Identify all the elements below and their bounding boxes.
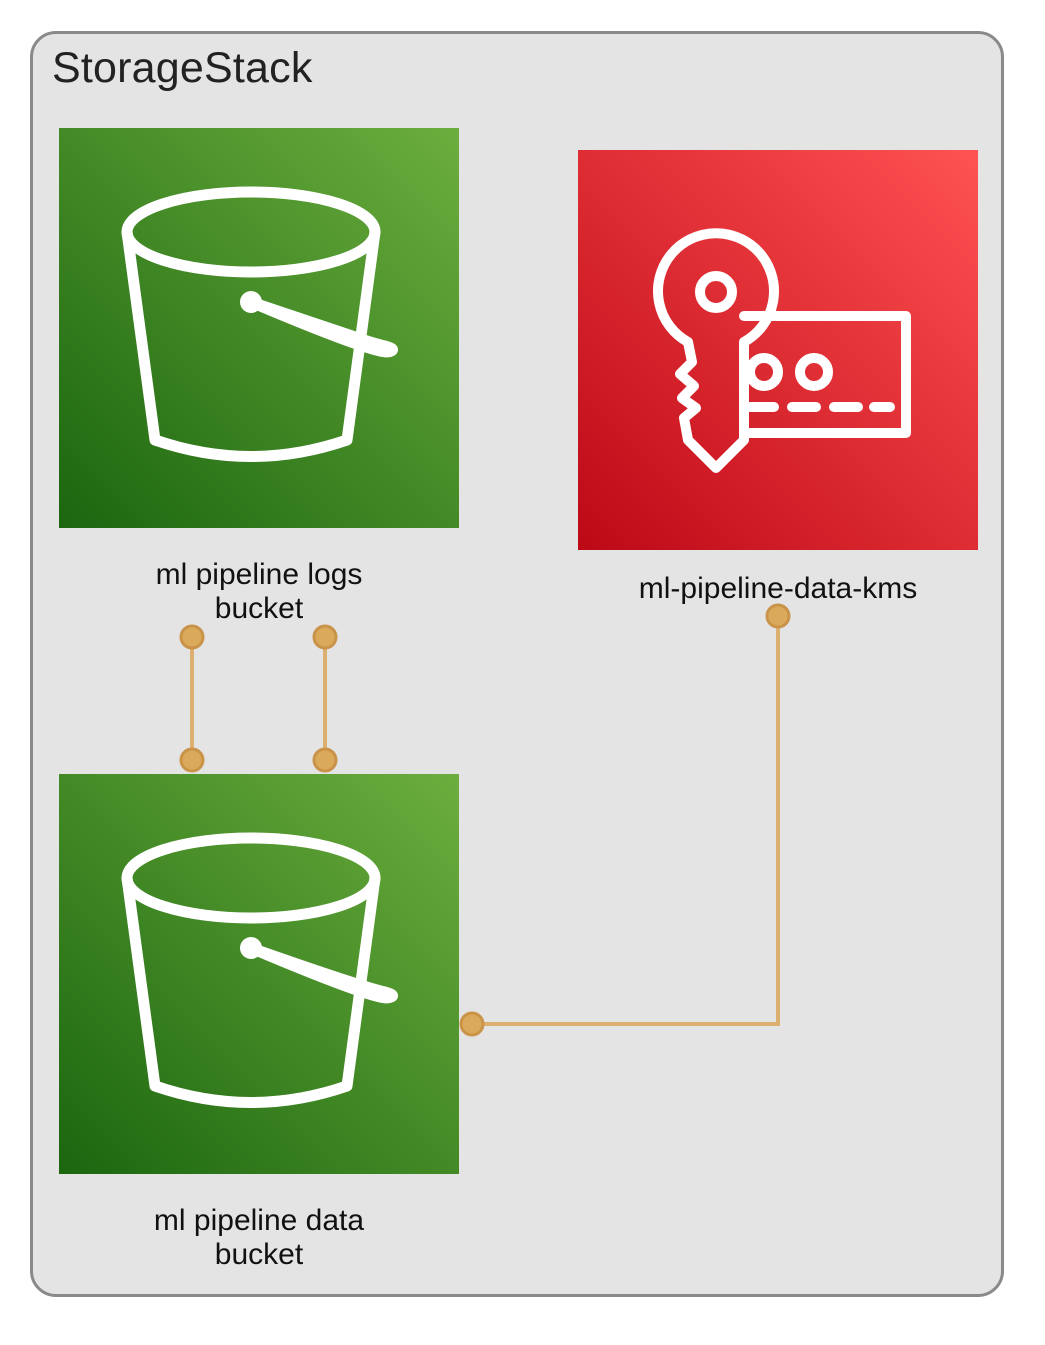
data-bucket-label: ml pipeline data bucket — [153, 1204, 365, 1271]
edge-endpoint — [765, 603, 791, 629]
kms-key-label: ml-pipeline-data-kms — [638, 572, 918, 605]
edge-endpoint — [312, 747, 338, 773]
logs-bucket-label: ml pipeline logs bucket — [155, 558, 363, 625]
s3-bucket-icon — [59, 774, 459, 1174]
kms-key-icon — [578, 150, 978, 550]
s3-bucket-icon — [59, 128, 459, 528]
edge-endpoint — [179, 624, 205, 650]
edge-endpoint — [312, 624, 338, 650]
data-bucket-node[interactable] — [59, 774, 459, 1174]
edge-data-to-kms — [472, 616, 780, 1026]
edge-endpoint — [459, 1011, 485, 1037]
edge-endpoint — [179, 747, 205, 773]
logs-bucket-node[interactable] — [59, 128, 459, 528]
stack-title: StorageStack — [52, 44, 313, 92]
kms-key-node[interactable] — [578, 150, 978, 550]
